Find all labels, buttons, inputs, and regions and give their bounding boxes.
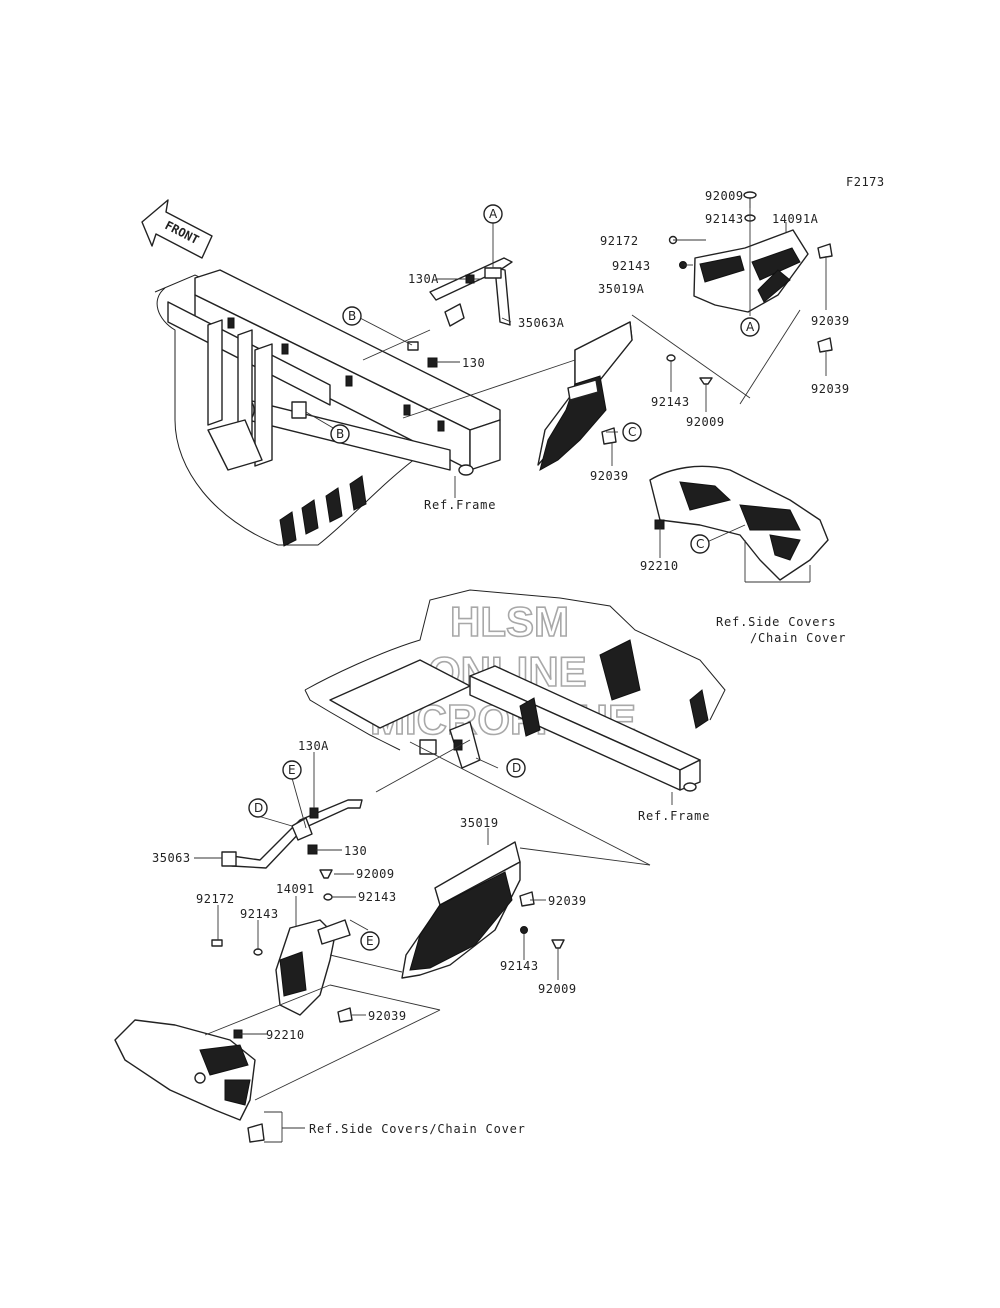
label-92039-mid: 92039 — [590, 469, 629, 483]
label-130-top: 130 — [462, 356, 485, 370]
callout-E-bottom: E — [360, 931, 380, 951]
callout-C-mid: C — [622, 422, 642, 442]
label-92143-top2: 92143 — [612, 259, 651, 273]
label-130-bot: 130 — [344, 844, 367, 858]
label-92009-b2: 92009 — [538, 982, 577, 996]
callout-B-left: B — [342, 306, 362, 326]
bolt-130A-bot — [309, 807, 319, 819]
cover-14091 — [275, 919, 351, 1016]
clip-92039-mid — [601, 427, 617, 445]
svg-text:B: B — [348, 309, 356, 323]
callout-A-right: A — [740, 317, 760, 337]
label-92172-top: 92172 — [600, 234, 639, 248]
label-92009-mid: 92009 — [686, 415, 725, 429]
svg-text:C: C — [628, 425, 636, 439]
callout-E-top: E — [282, 760, 302, 780]
label-92210-top: 92210 — [640, 559, 679, 573]
label-ref-frame-top: Ref.Frame — [424, 498, 496, 512]
washer-92143-b1 — [323, 893, 333, 901]
label-92039-r1: 92039 — [811, 314, 850, 328]
fastener-92009-b2 — [551, 939, 565, 949]
nut-92210-top — [654, 519, 665, 530]
front-arrow-icon: FRONT — [141, 199, 213, 259]
clip-92039-b2 — [337, 1007, 353, 1023]
svg-text:C: C — [696, 537, 704, 551]
svg-text:A: A — [746, 320, 755, 334]
label-35019: 35019 — [460, 816, 499, 830]
label-92143-b1: 92143 — [358, 890, 397, 904]
leaders-top — [305, 200, 827, 583]
label-92039-b1: 92039 — [548, 894, 587, 908]
label-92009-b1: 92009 — [356, 867, 395, 881]
side-cover-top — [649, 465, 829, 581]
svg-text:D: D — [254, 801, 263, 815]
callout-D-right: D — [506, 758, 526, 778]
label-14091: 14091 — [276, 882, 315, 896]
clip-92039-r2 — [817, 337, 833, 353]
label-130A-bot: 130A — [298, 739, 329, 753]
frame-bottom — [304, 589, 726, 792]
guard-35019A — [537, 321, 633, 472]
label-92143-top: 92143 — [705, 212, 744, 226]
fastener-92009-b1 — [319, 869, 333, 879]
label-ref-side-covers-2: /Chain Cover — [750, 631, 846, 645]
label-92039-b2: 92039 — [368, 1009, 407, 1023]
watermark-line-1: HLSM — [450, 598, 569, 645]
guard-35019 — [401, 841, 521, 979]
callout-B-lower: B — [330, 424, 350, 444]
figure-code: F2173 — [846, 175, 885, 189]
side-cover-bottom — [114, 1019, 256, 1121]
label-35063A: 35063A — [518, 316, 565, 330]
label-92143-b2: 92143 — [240, 907, 279, 921]
clip-ref-bottom — [247, 1123, 265, 1143]
label-ref-side-covers-bot: Ref.Side Covers/Chain Cover — [309, 1122, 526, 1136]
callout-D-left: D — [248, 798, 268, 818]
label-ref-side-covers-1: Ref.Side Covers — [716, 615, 836, 629]
label-92143-b3: 92143 — [500, 959, 539, 973]
label-ref-frame-bot: Ref.Frame — [638, 809, 710, 823]
svg-text:A: A — [489, 207, 498, 221]
svg-text:E: E — [288, 763, 296, 777]
label-14091A: 14091A — [772, 212, 819, 226]
frame-top — [154, 269, 501, 547]
bolt-130-bot — [307, 844, 318, 855]
label-35019A: 35019A — [598, 282, 645, 296]
label-92009-top: 92009 — [705, 189, 744, 203]
clip-92039-b1 — [519, 891, 535, 907]
label-92143-mid: 92143 — [651, 395, 690, 409]
label-92172-bot: 92172 — [196, 892, 235, 906]
rod-35063 — [221, 799, 363, 869]
svg-text:E: E — [366, 934, 374, 948]
callout-C-low: C — [690, 534, 710, 554]
washer-92143-b3 — [520, 926, 528, 934]
cover-14091A — [693, 229, 809, 313]
svg-text:B: B — [336, 427, 344, 441]
label-92210-bot: 92210 — [266, 1028, 305, 1042]
label-92039-r2: 92039 — [811, 382, 850, 396]
fastener-92172-bot — [211, 939, 223, 947]
label-130A-top: 130A — [408, 272, 439, 286]
label-35063: 35063 — [152, 851, 191, 865]
svg-text:D: D — [512, 761, 521, 775]
bolt-130-top — [427, 357, 438, 368]
clip-92039-r1 — [817, 243, 833, 259]
fastener-92009-mid — [699, 377, 713, 385]
leaders-bottom — [194, 739, 673, 1143]
callout-A-top: A — [483, 204, 503, 224]
